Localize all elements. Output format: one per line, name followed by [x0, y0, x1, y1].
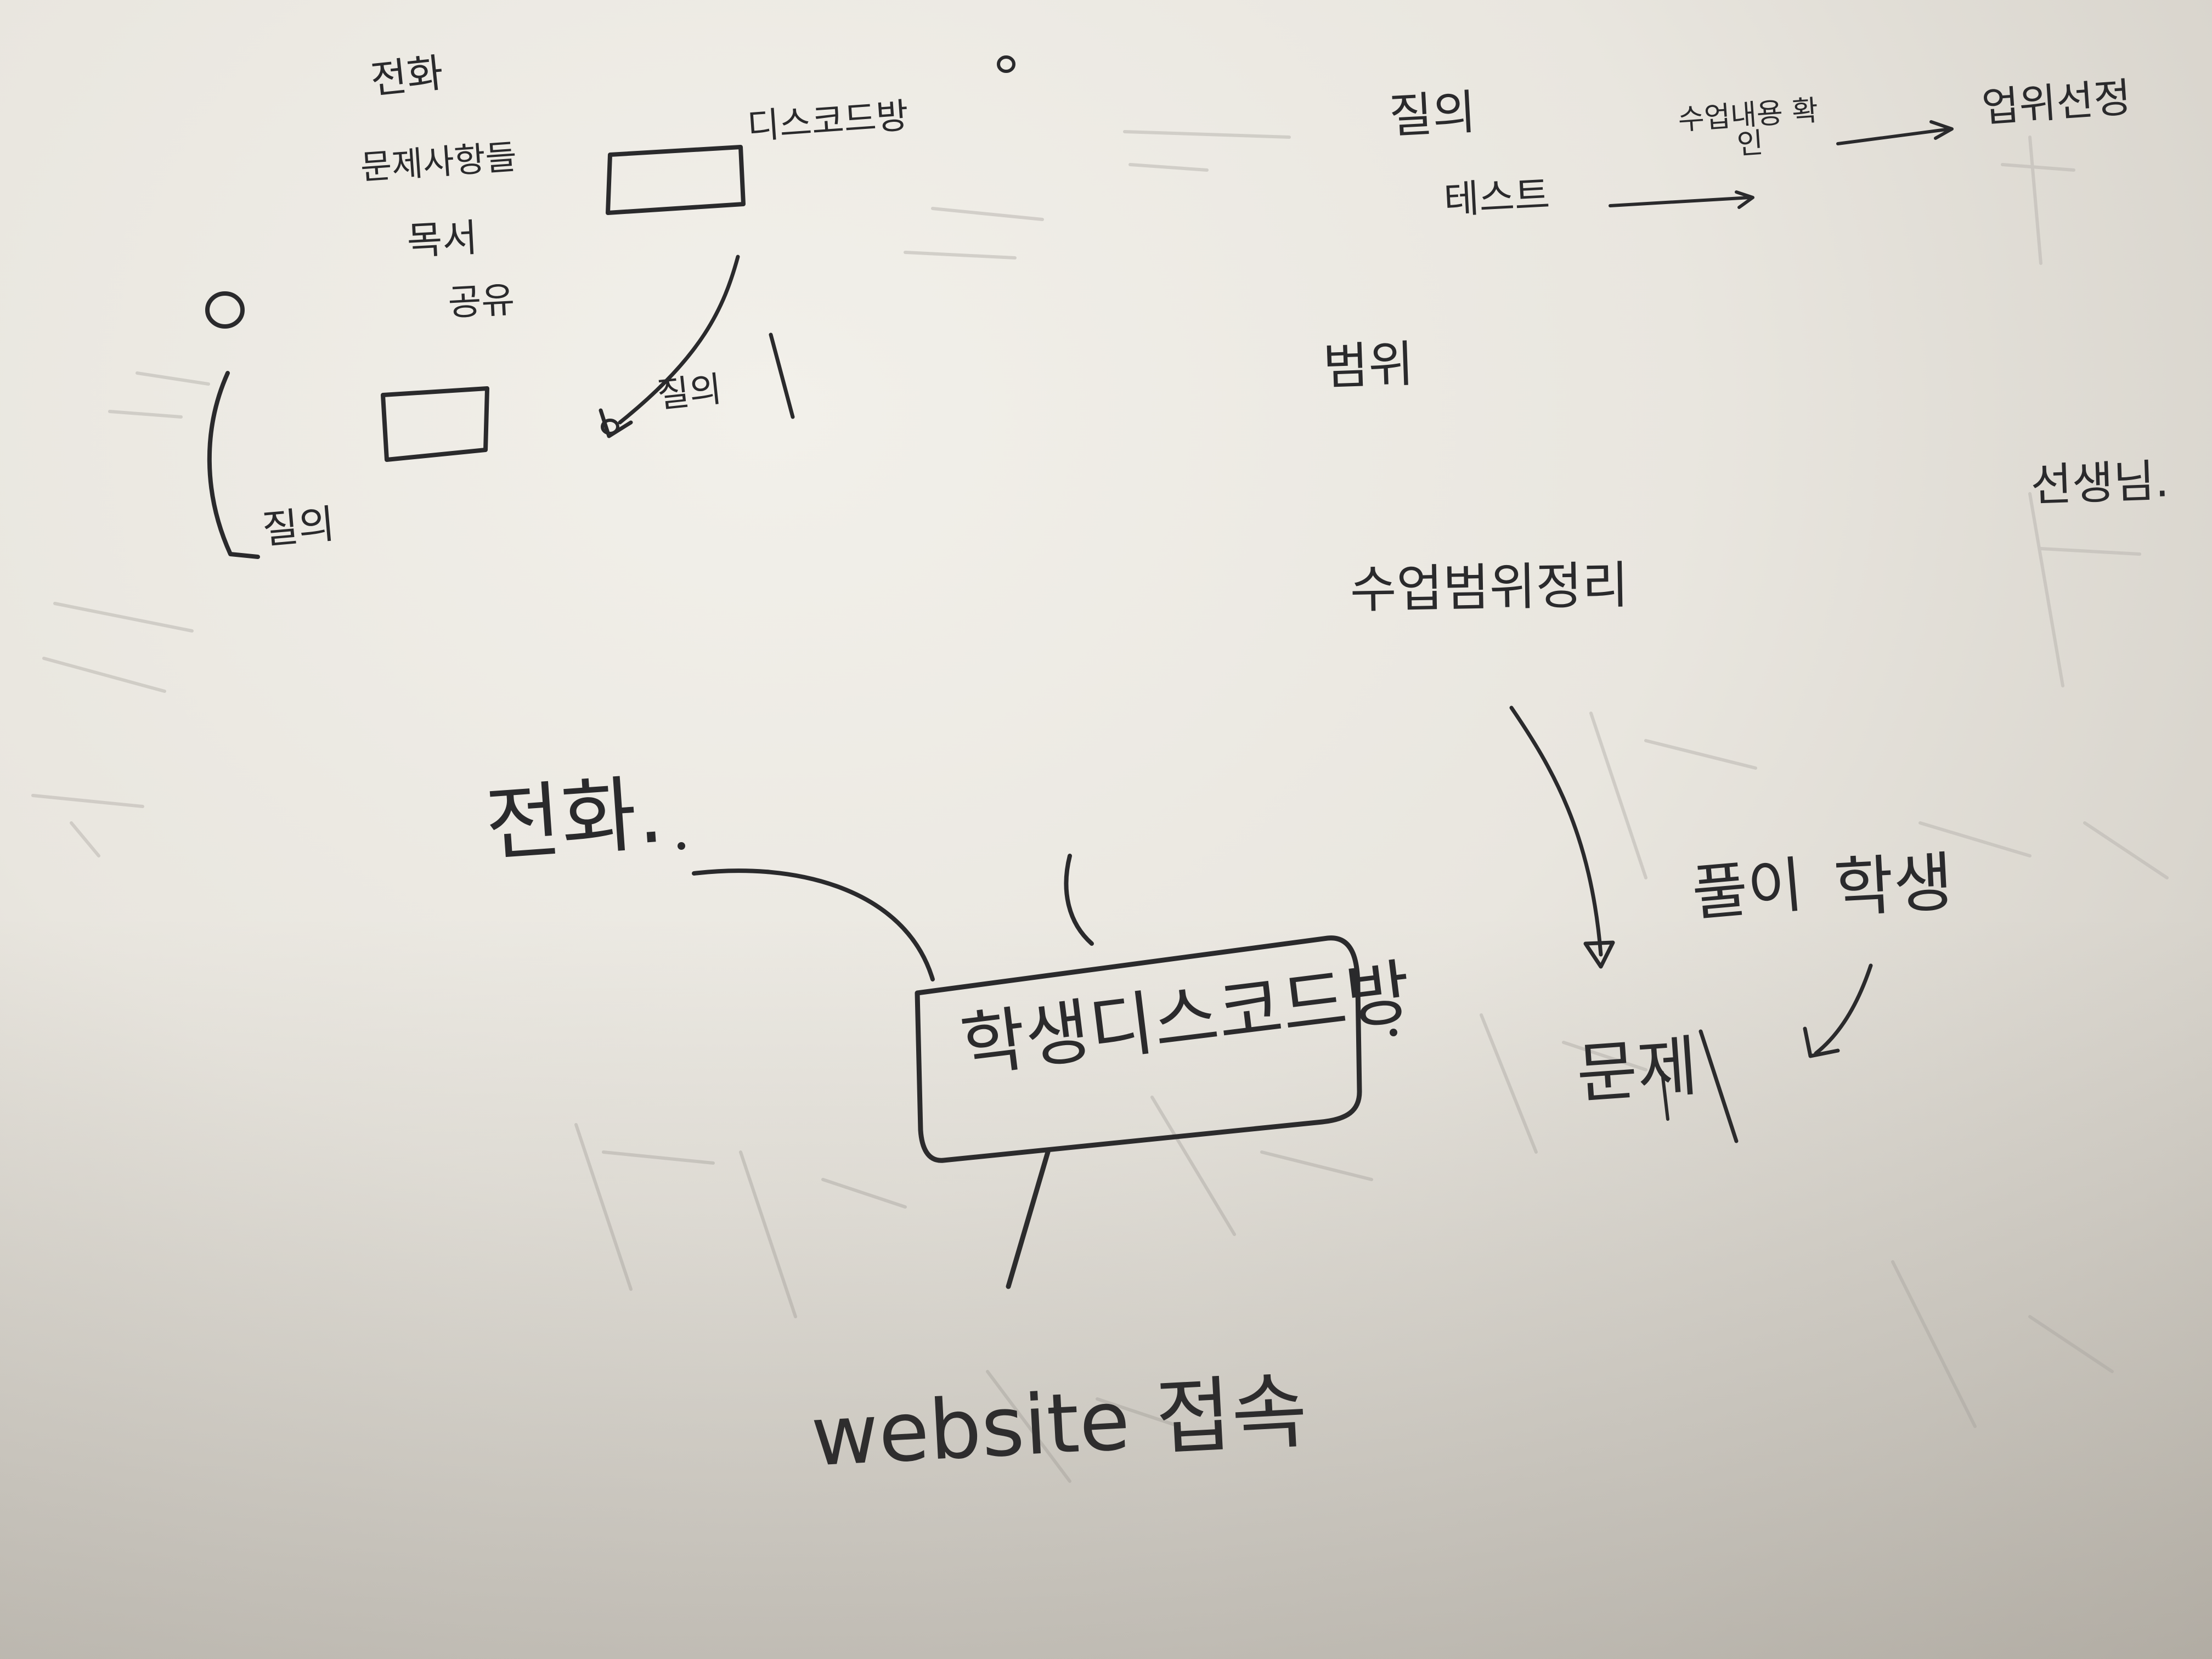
checkbox-square: [381, 386, 489, 462]
small-circle-left: [205, 291, 245, 329]
box-to-website-line: [1006, 1149, 1051, 1289]
note-problem: 문제: [1574, 1028, 1701, 1113]
note-phone-small: 전화: [368, 49, 445, 103]
student-discord-box: [915, 935, 1362, 1163]
note-question-a: 질의: [655, 369, 724, 416]
note-scope-select: 업위선정: [1980, 74, 2133, 132]
note-question-right: 질의: [1387, 84, 1477, 144]
note-website: website 접속: [809, 1363, 1310, 1485]
discord-box-small: [606, 145, 746, 215]
note-phone-big: 전화.: [482, 765, 667, 873]
note-share: 공유: [447, 278, 516, 324]
arrow-head-down: [599, 408, 633, 438]
note-solve: 풀이: [1689, 849, 1807, 929]
arrow-student-down: [1814, 963, 1873, 1056]
arrow-check-to-select: [1836, 127, 1952, 145]
note-teacher: 선생님.: [2029, 455, 2170, 512]
note-test: 테스트: [1442, 172, 1551, 223]
small-circle-top: [997, 55, 1015, 73]
curved-arrow-down: [618, 255, 740, 425]
note-issues: 문제사항들: [359, 137, 518, 188]
note-scope: 범위: [1322, 335, 1415, 396]
phone-connector: [692, 868, 935, 981]
note-discord-label: 디스코드방: [746, 95, 910, 148]
note-student: 학생: [1832, 844, 1955, 926]
note-lesson-check: 수업내용 확인: [1677, 94, 1820, 161]
arrow-scope-to-problem: [1509, 706, 1603, 957]
note-question-b: 질의: [260, 500, 337, 553]
arrow-test-to-check: [1609, 196, 1752, 207]
note-doc: 목서: [405, 215, 479, 264]
note-lesson-scope: 수업범위정리: [1349, 556, 1629, 619]
